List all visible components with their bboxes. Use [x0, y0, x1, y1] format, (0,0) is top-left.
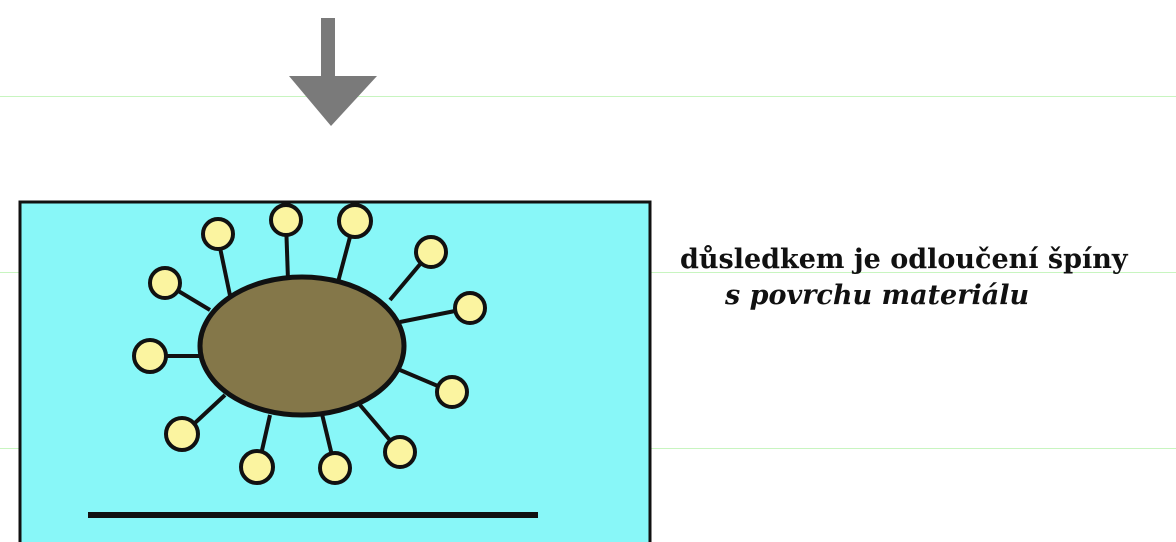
- caption-line-2: s povrchu materiálu: [660, 278, 1160, 314]
- down-arrow-icon: [289, 18, 377, 126]
- caption: důsledkem je odloučení špíny s povrchu m…: [660, 242, 1160, 314]
- caption-line-1: důsledkem je odloučení špíny: [660, 242, 1160, 278]
- dirt-particle: [200, 277, 404, 415]
